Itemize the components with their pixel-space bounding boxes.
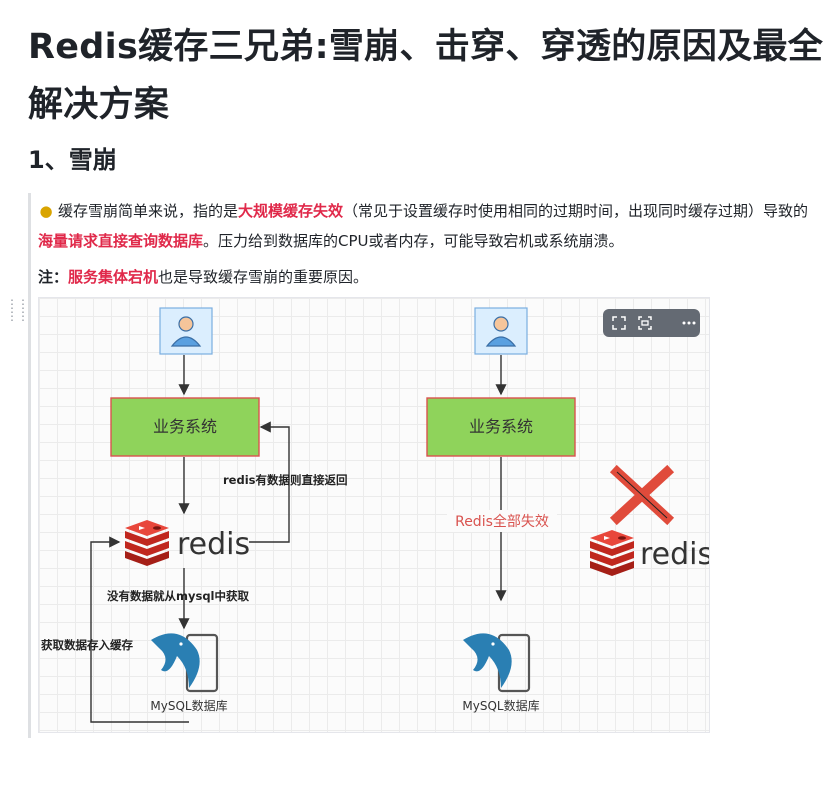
business-system-box-right: 业务系统 [426, 397, 576, 457]
text: 。压力给到数据库的CPU或者内存，可能导致宕机或系统崩溃。 [203, 232, 624, 250]
text: 缓存雪崩简单来说，指的是 [58, 202, 239, 220]
more-icon[interactable] [681, 315, 697, 331]
whiteboard-diagram[interactable]: 业务系统 redis有数据则直接返回 redis 没有数据就从mysql中获取 … [38, 297, 710, 733]
user-icon-left [159, 307, 213, 355]
article-title: Redis缓存三兄弟:雪崩、击穿、穿透的原因及最全解决方案 [28, 27, 824, 125]
redis-wordmark-left: redis [177, 527, 250, 562]
mysql-label-right: MySQL数据库 [462, 698, 539, 713]
section-heading: 1、雪崩 [28, 146, 117, 174]
arrow-label-hit: redis有数据则直接返回 [223, 473, 348, 487]
arrow-label-store: 获取数据存入缓存 [41, 638, 133, 652]
mysql-dolphin-icon-left [151, 633, 219, 693]
mysql-label-left: MySQL数据库 [150, 698, 227, 713]
paragraph-note: 注：服务集体宕机也是导致缓存雪崩的重要原因。 [38, 262, 368, 292]
business-system-box-left: 业务系统 [110, 397, 260, 457]
highlight-text: 海量请求直接查询数据库 [38, 232, 204, 250]
highlight-text: 服务集体宕机 [68, 268, 159, 286]
text: 也是导致缓存雪崩的重要原因。 [158, 268, 369, 286]
lightbulb-icon: ● [39, 202, 53, 220]
highlight-text: 大规模缓存失效 [238, 202, 344, 220]
text: （常见于设置缓存时使用相同的过期时间，出现同时缓存过期）导致的 [343, 202, 809, 220]
close-x-icon [609, 464, 675, 526]
fit-view-icon[interactable] [637, 315, 653, 331]
paragraph-avalanche-definition: ● 缓存雪崩简单来说，指的是大规模缓存失效（常见于设置缓存时使用相同的过期时间，出… [38, 196, 818, 256]
redis-logo-left [125, 520, 169, 566]
arrow-mysql-to-redis [90, 536, 189, 723]
diagram-toolbar [603, 309, 700, 337]
failure-label: Redis全部失效 [455, 513, 549, 530]
text: 注： [38, 268, 69, 286]
business-system-label-right: 业务系统 [469, 417, 533, 436]
quote-bar [28, 193, 31, 738]
arrow-label-miss: 没有数据就从mysql中获取 [107, 589, 249, 603]
arrow-redis-to-business [249, 421, 290, 543]
user-icon-right [474, 307, 528, 355]
expand-icon[interactable] [611, 315, 627, 331]
drag-handle-icon[interactable]: ⋮⋮⋮⋮ [6, 297, 29, 323]
diagram-svg: 业务系统 redis有数据则直接返回 redis 没有数据就从mysql中获取 … [41, 307, 710, 723]
mysql-dolphin-icon-right [463, 633, 531, 693]
redis-logo-right [590, 530, 634, 576]
redis-wordmark-right: redis [640, 537, 710, 572]
business-system-label: 业务系统 [153, 417, 217, 436]
